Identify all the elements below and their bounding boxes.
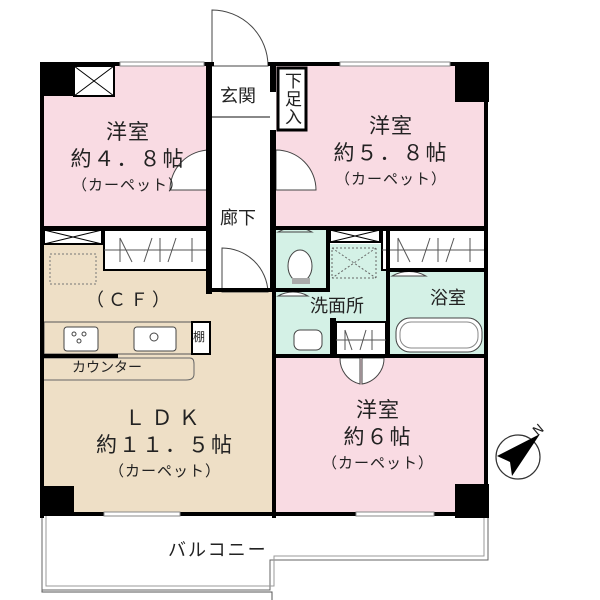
western-room-2-label: 洋室 約５．８帖 （カーペット） (316, 116, 466, 187)
sink-icon (293, 329, 323, 351)
room-size: 約１１．５帖 (96, 433, 234, 457)
room-name: 洋室 (356, 398, 400, 422)
shelf-label: 棚 (193, 330, 206, 344)
kitchen-floor-label: （ＣＦ） (86, 290, 174, 311)
floor-type: （カーペット） (321, 454, 434, 472)
balcony (41, 515, 489, 600)
room-size: 約６帖 (343, 425, 413, 449)
western-room-2-fill (276, 66, 486, 228)
room-name: 洋室 (369, 114, 413, 138)
counter-label: カウンター (72, 360, 142, 376)
room-name: ＬＤＫ (124, 406, 206, 430)
hallway-label: 廊下 (220, 208, 256, 229)
kitchen-counter (43, 321, 211, 381)
pipe-shaft-icons (43, 65, 381, 245)
entrance-label: 玄関 (220, 86, 256, 107)
washroom-label: 洗面所 (310, 296, 364, 317)
shoe-closet-label: 下足入 (281, 72, 301, 126)
room-name: 洋室 (106, 120, 150, 144)
balcony-label: バルコニー (168, 540, 268, 561)
ldk-label: ＬＤＫ 約１１．５帖 （カーペット） (70, 408, 260, 479)
western-room-3-fill (276, 356, 486, 516)
bathtub-icon (395, 317, 483, 353)
bathroom-label: 浴室 (430, 288, 466, 309)
north-arrow-icon (495, 434, 541, 480)
room-size: 約４．８帖 (70, 147, 186, 171)
floor-type: （カーペット） (334, 170, 447, 188)
room-size: 約５．８帖 (333, 141, 449, 165)
western-room-3-label: 洋室 約６帖 （カーペット） (308, 400, 448, 471)
toilet-icon (287, 249, 313, 283)
western-room-1-label: 洋室 約４．８帖 （カーペット） (58, 122, 198, 193)
floor-type: （カーペット） (71, 176, 184, 194)
walls (40, 62, 489, 518)
floor-type: （カーペット） (108, 462, 221, 480)
